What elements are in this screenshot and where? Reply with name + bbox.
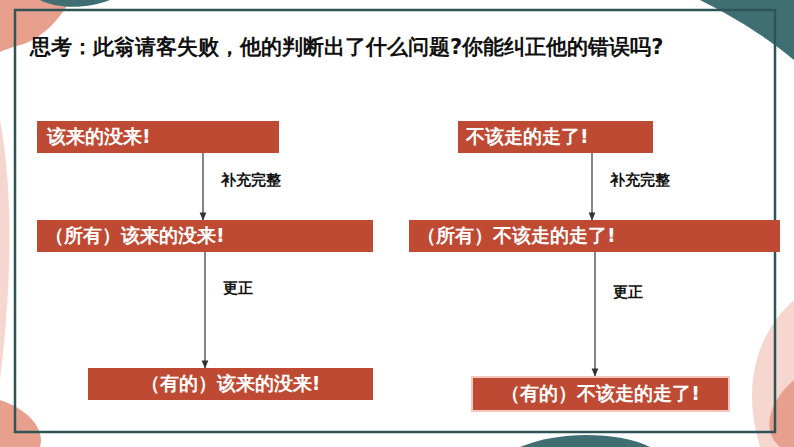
statement-box: （所有）不该走的走了! [409,220,780,252]
corner-blob [769,380,794,447]
statement-box: （所有）该来的没来! [37,220,373,252]
corner-blob [752,300,794,447]
statement-box: 不该走的走了! [458,121,653,153]
statement-box: （有的）不该走的走了! [471,376,730,412]
statement-text: 该来的没来! [47,124,151,150]
statement-text: （所有）该来的没来! [45,223,225,249]
arrow-label: 补充完整 [219,171,283,190]
corner-blob [0,400,41,447]
statement-box: 该来的没来! [37,121,279,153]
flow-arrow [202,153,203,220]
statement-text: 不该走的走了! [466,124,589,150]
statement-box: （有的）该来的没来! [88,368,373,400]
flow-arrow [204,252,205,368]
statement-text: （有的）该来的没来! [141,371,321,397]
flow-arrow [591,153,592,220]
statement-text: （有的）不该走的走了! [501,381,700,407]
flow-arrow [594,252,595,376]
bottom-blob [520,435,650,447]
arrow-label: 补充完整 [608,171,672,190]
statement-text: （所有）不该走的走了! [417,223,616,249]
slide-title: 思考：此翁请客失败，他的判断出了什么问题?你能纠正他的错误吗? [30,33,663,61]
side-blob [0,120,9,380]
corner-blob [40,0,110,7]
arrow-label: 更正 [221,279,255,298]
arrow-label: 更正 [611,283,645,302]
